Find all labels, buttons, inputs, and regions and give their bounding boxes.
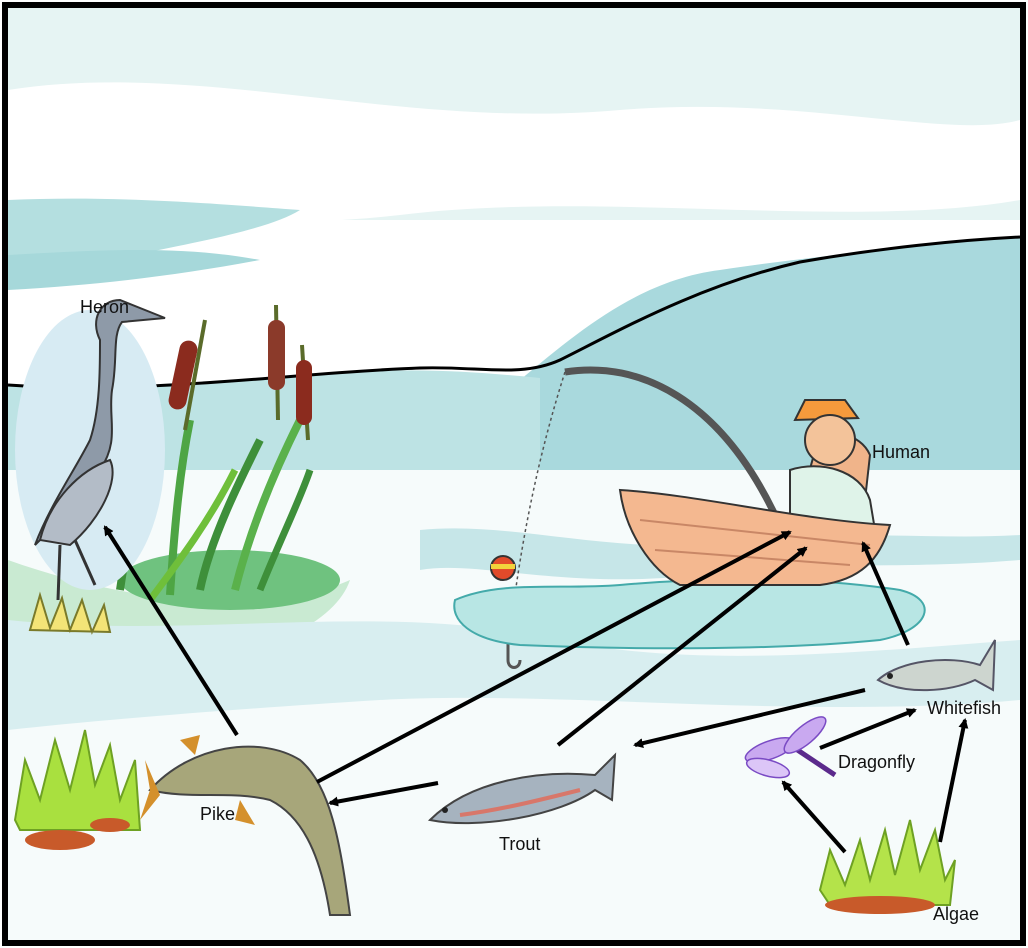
label-dragonfly: Dragonfly — [838, 752, 915, 772]
label-trout: Trout — [499, 834, 540, 854]
label-human: Human — [872, 442, 930, 462]
label-algae: Algae — [933, 904, 979, 924]
label-heron: Heron — [80, 297, 129, 317]
label-pike: Pike — [200, 804, 235, 824]
label-whitefish: Whitefish — [927, 698, 1001, 718]
water-waves — [454, 579, 924, 648]
